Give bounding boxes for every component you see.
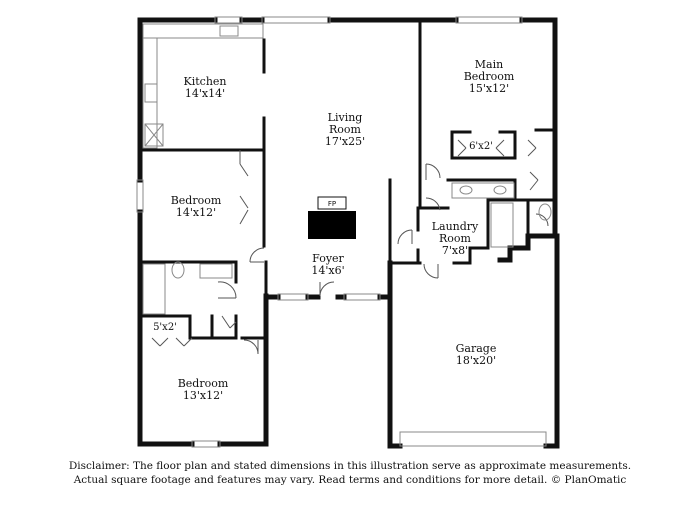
bedroom-low-name: Bedroom [178,377,229,390]
main-shower [490,202,514,248]
disclaimer-line-2: Actual square footage and features may v… [73,474,627,486]
kitchen-sink [219,25,239,37]
kitchen-name: Kitchen [184,75,227,88]
main-vanity [451,182,515,199]
garage-name: Garage [456,342,497,355]
kitchen-counter [142,23,264,39]
fixtures [142,23,552,315]
bathtub-left [142,263,166,315]
laundry-name-2: Room [439,232,472,245]
toilet-left [171,261,185,279]
fridge [144,123,164,147]
disclaimer-line-1: Disclaimer: The floor plan and stated di… [68,460,632,472]
garage-dims: 18'x20' [456,354,496,367]
foyer-name: Foyer [312,252,344,265]
foyer-dims: 14'x6' [311,264,344,277]
bedroom-low-dims: 13'x12' [183,389,223,402]
bedroom-mid-name: Bedroom [171,194,222,207]
exterior-walls [137,17,560,449]
main-bedroom-name-2: Bedroom [464,70,515,83]
laundry-dims: 7'x8' [442,244,468,257]
vanity-left [199,263,233,279]
bedroom-mid-dims: 14'x12' [176,206,216,219]
fireplace: FP [308,196,356,239]
living-dims: 17'x25' [325,135,365,148]
small-closet-dims: 5'x2' [153,322,177,333]
room-labels: Kitchen 14'x14' Living Room 17'x25' Main… [153,58,515,402]
main-bedroom-name-1: Main [475,58,503,71]
living-name-2: Room [329,123,362,136]
interior-walls [138,20,557,340]
main-bedroom-dims: 15'x12' [469,82,509,95]
fireplace-label: FP [328,200,336,208]
laundry-name-1: Laundry [432,220,479,233]
kitchen-dims: 14'x14' [185,87,225,100]
main-closet-dims: 6'x2' [469,141,493,152]
doors [151,139,549,355]
stove [144,83,158,103]
main-toilet [538,203,552,221]
living-name-1: Living [328,111,363,124]
windows [136,16,547,448]
